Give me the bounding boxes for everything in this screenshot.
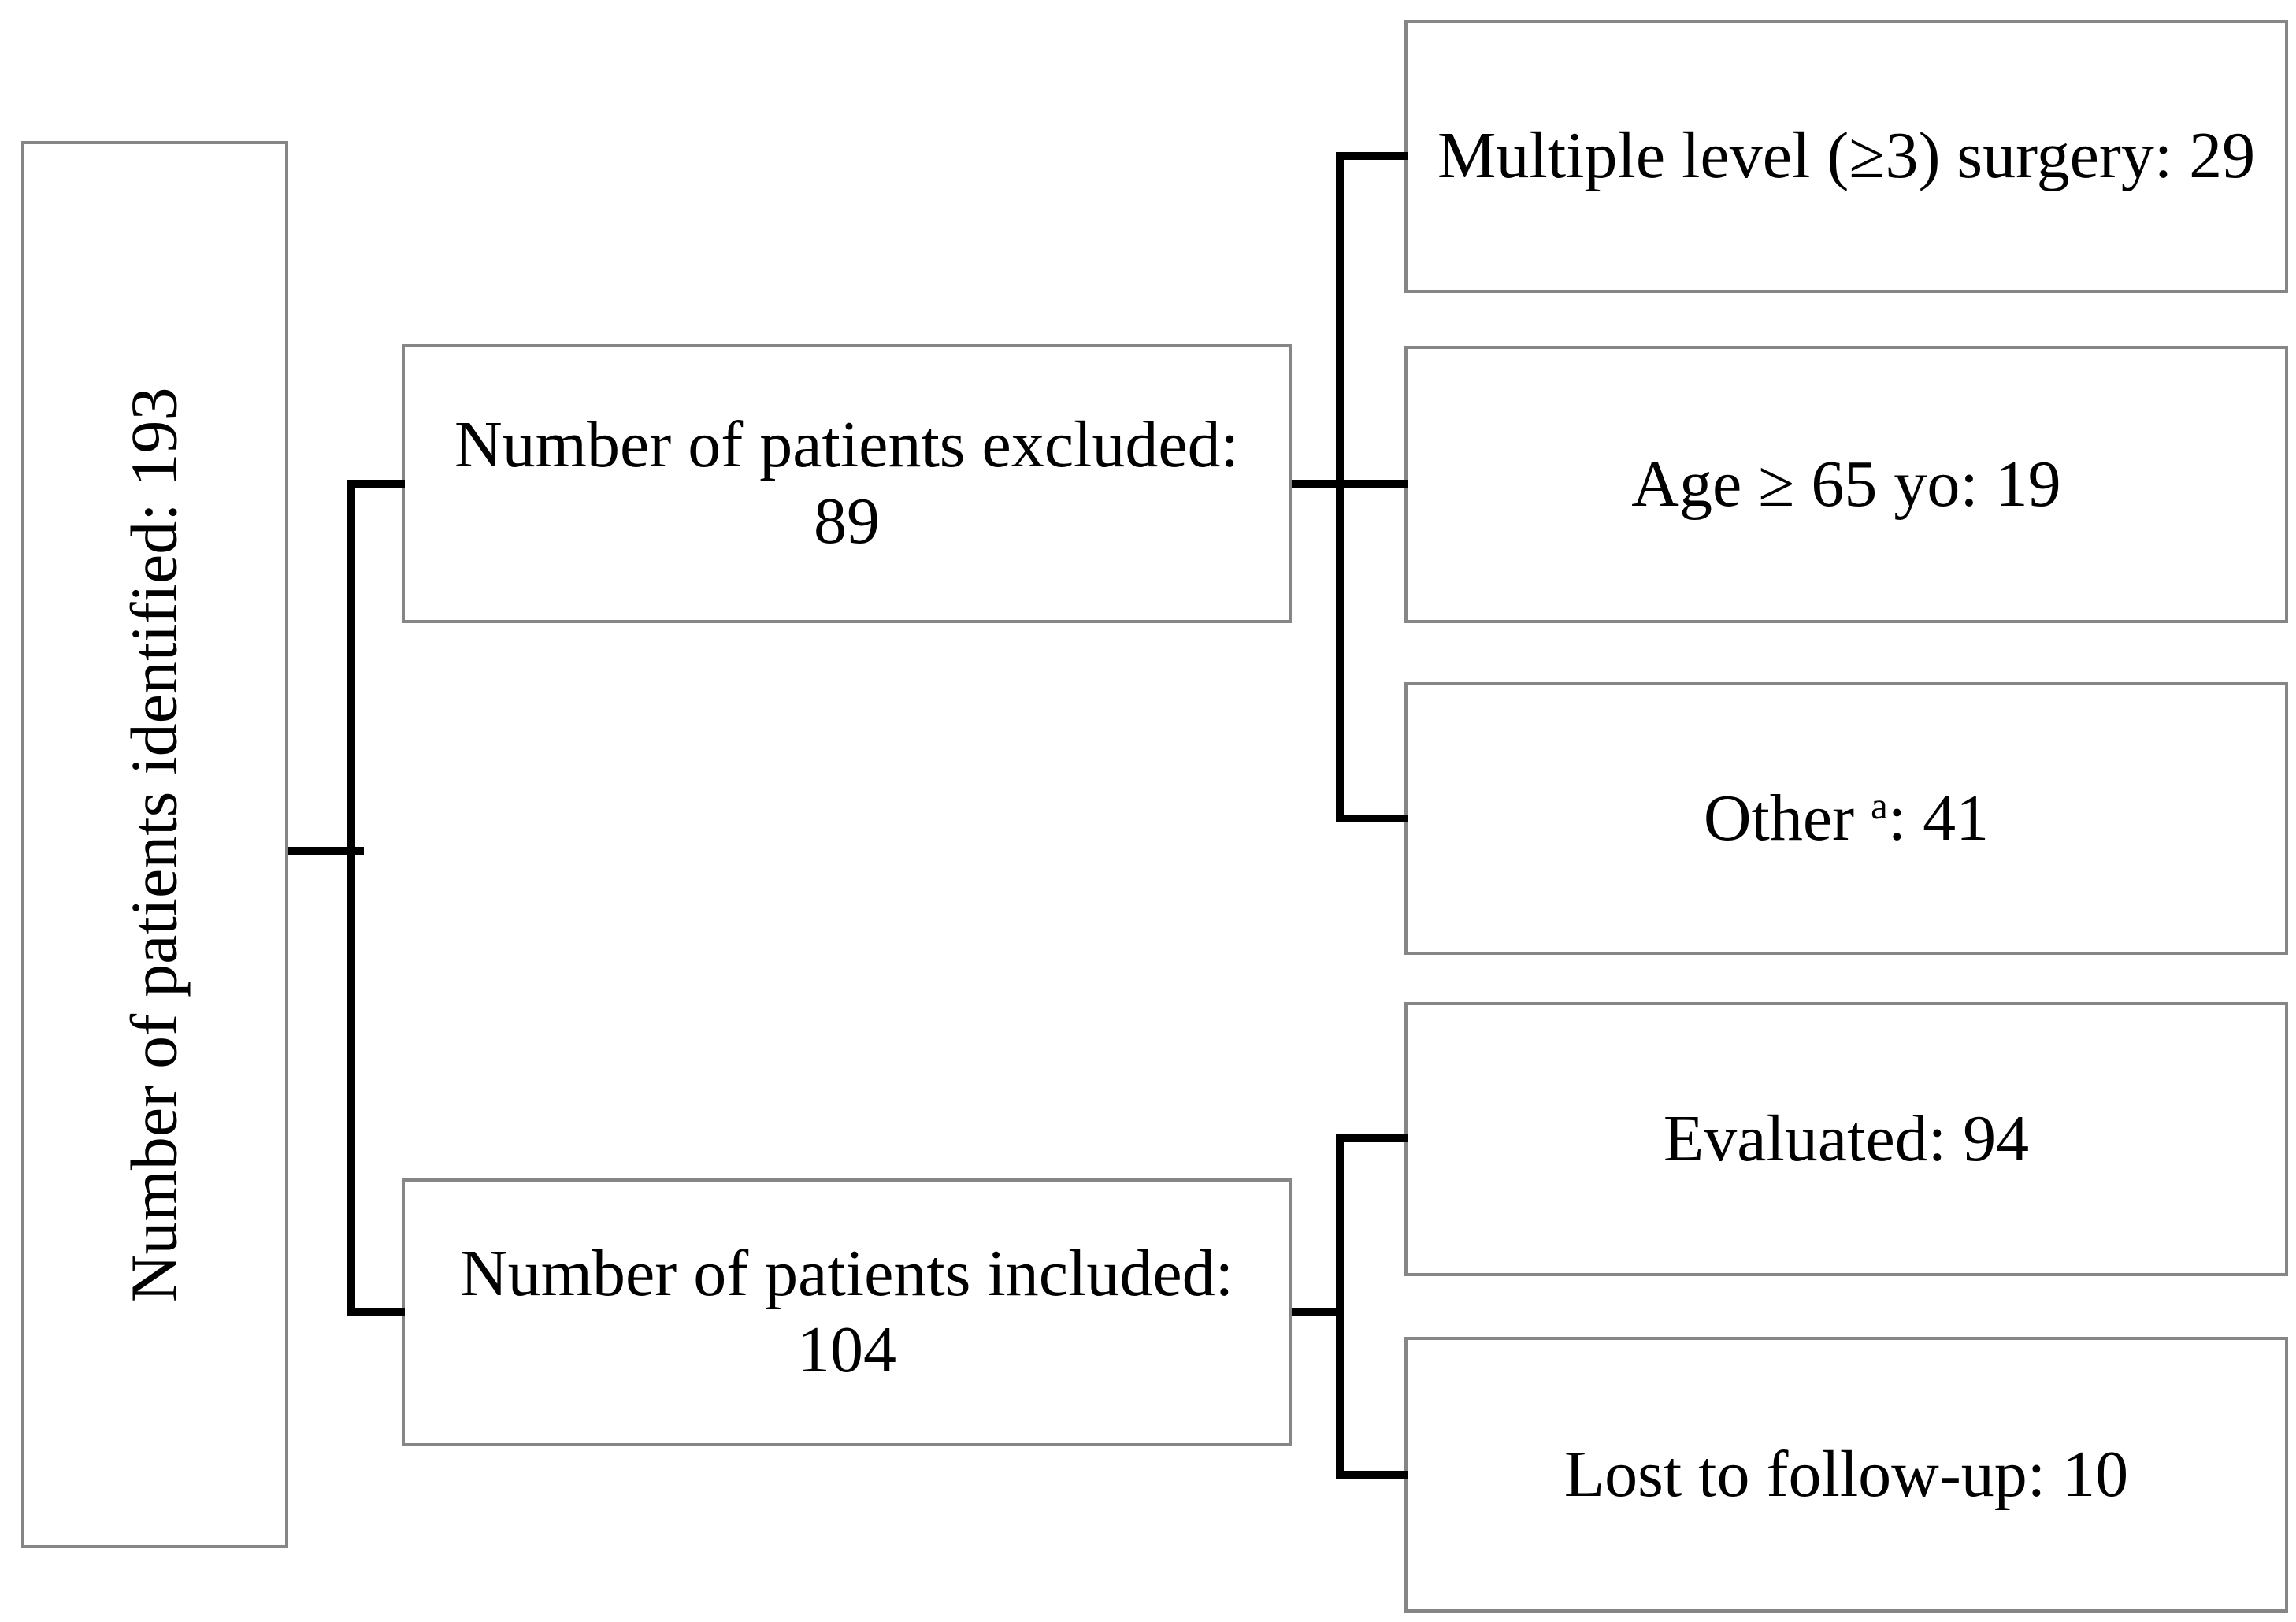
- box-patients-excluded: Number of patients excluded: 89: [402, 344, 1292, 623]
- box-patients-included: Number of patients included: 104: [402, 1178, 1292, 1446]
- box-other: Other a: 41: [1404, 682, 2288, 955]
- patients-included-label: Number of patients included:: [459, 1237, 1234, 1311]
- connector-left-trunk: [347, 480, 355, 1316]
- connector-stub-other: [1336, 815, 1408, 822]
- patients-identified-label: Number of patients identified: 193: [117, 387, 191, 1302]
- connector-root-feeder: [288, 847, 364, 855]
- lost-to-follow-up-label: Lost to follow-up: 10: [1563, 1437, 2129, 1511]
- connector-included-feeder: [1292, 1308, 1344, 1316]
- other-label-text: Other: [1703, 781, 1871, 855]
- box-age-65: Age ≥ 65 yo: 19: [1404, 346, 2288, 623]
- box-evaluated: Evaluated: 94: [1404, 1002, 2288, 1276]
- connector-left-stub-included: [347, 1308, 405, 1316]
- box-patients-identified: Number of patients identified: 193: [21, 141, 288, 1548]
- other-label: Other a: 41: [1704, 781, 1989, 857]
- age-65-label: Age ≥ 65 yo: 19: [1631, 447, 2061, 521]
- connector-stub-evaluated: [1336, 1134, 1408, 1142]
- connector-excluded-feeder: [1292, 480, 1408, 488]
- patients-excluded-label: Number of patients excluded:: [454, 408, 1240, 482]
- evaluated-label: Evaluated: 94: [1663, 1101, 2030, 1175]
- other-label-count: : 41: [1887, 781, 1990, 855]
- connector-left-stub-excluded: [347, 480, 405, 488]
- box-multiple-level-surgery: Multiple level (≥3) surgery: 29: [1404, 20, 2288, 293]
- box-lost-to-follow-up: Lost to follow-up: 10: [1404, 1337, 2288, 1613]
- patients-excluded-count: 89: [814, 484, 880, 558]
- connector-stub-lost-follow-up: [1336, 1471, 1408, 1479]
- connector-excluded-trunk: [1336, 152, 1344, 822]
- connector-included-trunk: [1336, 1134, 1344, 1479]
- multiple-level-surgery-label: Multiple level (≥3) surgery: 29: [1437, 119, 2256, 193]
- connector-stub-multiple-level: [1336, 152, 1408, 160]
- other-superscript-a: a: [1871, 784, 1888, 827]
- patients-included-count: 104: [797, 1313, 896, 1386]
